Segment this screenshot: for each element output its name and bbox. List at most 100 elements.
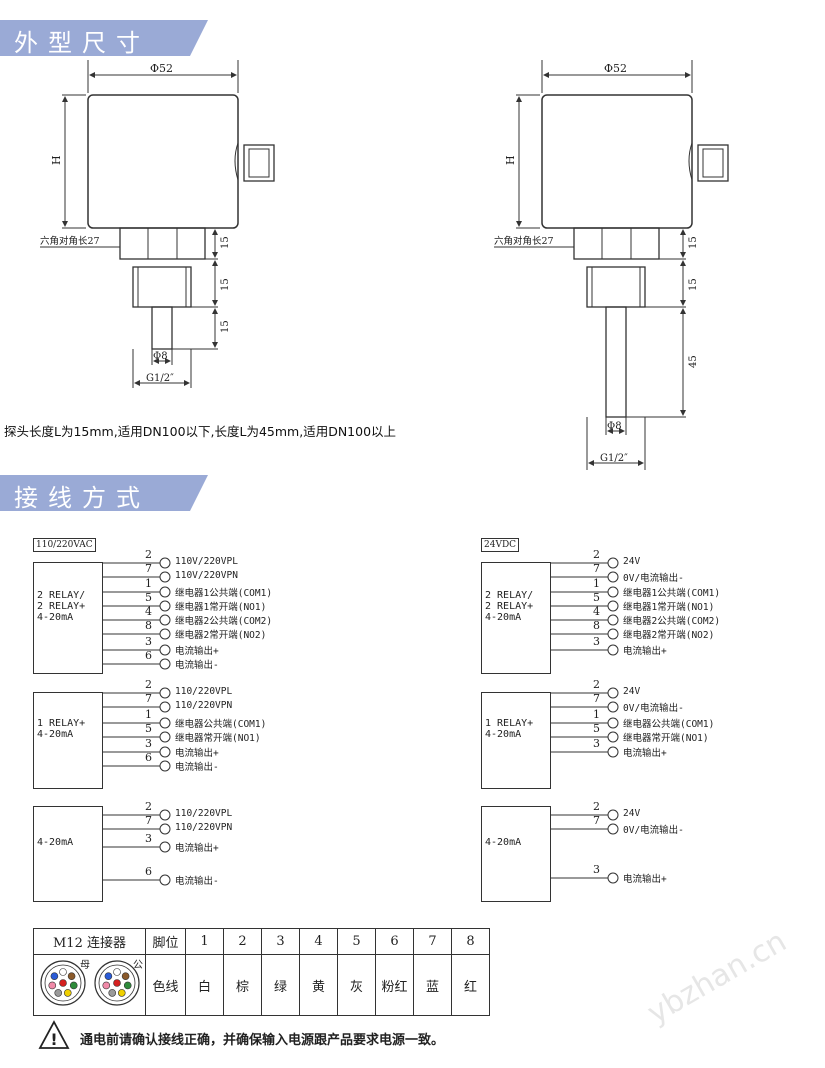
- thread-label-long: G1/2″: [600, 453, 628, 464]
- sensor-drawing-short: [40, 60, 275, 388]
- m12-male-connector-icon: [93, 960, 140, 1006]
- pin-label: 继电器1公共端(COM1): [623, 588, 721, 599]
- m12-color-4: 黄: [299, 954, 338, 1016]
- pin-number: 3: [145, 832, 152, 845]
- dimension-drawings: Φ52 Φ52 H H 六角对角长27 六角对角长27 15 15 15 15 …: [40, 60, 729, 470]
- dc-wiring-block-2: [481, 692, 551, 789]
- pin-label: 继电器2常开端(NO2): [175, 630, 267, 641]
- wiring-mode-label: 2 RELAY/2 RELAY+4-20mA: [485, 590, 533, 623]
- pin-number: 5: [145, 591, 152, 604]
- pin-number: 5: [593, 722, 600, 735]
- pin-label: 24V: [623, 808, 641, 819]
- dc-wiring-block-1: [481, 562, 551, 674]
- pin-number: 2: [145, 678, 152, 691]
- pin-label: 继电器常开端(NO1): [175, 733, 261, 744]
- m12-color-7: 蓝: [413, 954, 452, 1016]
- m12-pin-dot: [123, 981, 132, 990]
- dim-15-a: 15: [220, 236, 231, 249]
- hex-label-long: 六角对角长27: [494, 235, 554, 247]
- wiring-mode-label: 1 RELAY+4-20mA: [37, 718, 85, 740]
- pin-number: 3: [145, 737, 152, 750]
- pin-number: 1: [145, 577, 152, 590]
- m12-pin-3: 3: [261, 928, 300, 955]
- pin-number: 6: [145, 751, 152, 764]
- m12-pin-dot: [50, 972, 58, 980]
- pin-number: 3: [145, 635, 152, 648]
- pin-number: 4: [593, 605, 600, 618]
- pin-number: 2: [593, 548, 600, 561]
- diameter-label-long: Φ52: [604, 62, 627, 75]
- dim-15-c: 15: [220, 320, 231, 333]
- pin-number: 2: [593, 678, 600, 691]
- wiring-mode-label: 4-20mA: [485, 837, 521, 848]
- m12-color-6: 粉红: [375, 954, 414, 1016]
- m12-pin-1: 1: [185, 928, 224, 955]
- pin-number: 7: [593, 692, 600, 705]
- hex-label-short: 六角对角长27: [40, 235, 100, 247]
- pin-number: 7: [145, 692, 152, 705]
- wiring-mode-line: 4-20mA: [37, 836, 74, 848]
- pin-label: 继电器公共端(COM1): [623, 719, 715, 730]
- pin-number: 7: [593, 814, 600, 827]
- ac-voltage-tag: 110/220VAC: [33, 538, 96, 552]
- pin-label: 电流输出+: [623, 646, 667, 657]
- m12-pin-dot: [63, 989, 72, 997]
- wiring-mode-line: 4-20mA: [485, 611, 522, 623]
- probe-diameter-long: Φ8: [607, 421, 622, 432]
- height-label-long: H: [504, 155, 517, 165]
- dimensions-section-banner: 外型尺寸: [0, 20, 208, 57]
- m12-pin-dot: [107, 989, 116, 997]
- m12-pin-dot: [101, 981, 110, 990]
- dc-wiring-block-3: [481, 806, 551, 902]
- pin-label: 继电器1公共端(COM1): [175, 588, 273, 599]
- pin-label: 电流输出+: [175, 646, 219, 657]
- ac-wiring-block-2: [33, 692, 103, 789]
- wiring-lines: [76, 557, 619, 886]
- pin-number: 4: [145, 605, 152, 618]
- svg-text:!: !: [50, 1030, 57, 1049]
- m12-pin-4: 4: [299, 928, 338, 955]
- pin-label: 电流输出+: [623, 748, 667, 759]
- m12-pin-5: 5: [337, 928, 376, 955]
- wiring-mode-label: 4-20mA: [37, 837, 73, 848]
- pin-label: 110/220VPL: [175, 808, 233, 819]
- pin-number: 1: [593, 577, 600, 590]
- m12-male-label: 公: [133, 960, 143, 971]
- m12-title: M12 连接器: [33, 928, 146, 955]
- pin-label: 继电器2公共端(COM2): [623, 616, 721, 627]
- pin-label: 110/220VPN: [175, 822, 233, 833]
- probe-diameter-short: Φ8: [153, 351, 168, 362]
- pin-label: 电流输出-: [175, 762, 219, 773]
- m12-pin-dot: [67, 972, 75, 980]
- pin-label: 继电器1常开端(NO1): [623, 602, 715, 613]
- pin-label: 继电器2公共端(COM2): [175, 616, 273, 627]
- diameter-label-short: Φ52: [150, 62, 173, 75]
- m12-color-3: 绿: [261, 954, 300, 1016]
- m12-pin-dot: [112, 968, 121, 976]
- pin-number: 8: [593, 619, 600, 632]
- pin-label: 0V/电流输出-: [623, 703, 684, 714]
- wiring-mode-label: 1 RELAY+4-20mA: [485, 718, 533, 740]
- m12-pin-dot: [58, 979, 67, 987]
- pin-label: 电流输出+: [175, 843, 219, 854]
- wiring-mode-line: 1 RELAY+: [37, 717, 86, 729]
- pin-label: 电流输出+: [623, 874, 667, 885]
- wiring-mode-line: 2 RELAY+: [485, 600, 534, 612]
- pin-label: 继电器1常开端(NO1): [175, 602, 267, 613]
- pin-label: 110V/220VPL: [175, 556, 238, 567]
- wiring-mode-line: 1 RELAY+: [485, 717, 534, 729]
- pin-number: 7: [145, 814, 152, 827]
- ac-wiring-block-3: [33, 806, 103, 902]
- m12-pin-2: 2: [223, 928, 262, 955]
- wiring-section-banner: 接线方式: [0, 475, 208, 512]
- pin-number: 5: [593, 591, 600, 604]
- pin-number: 3: [593, 863, 600, 876]
- m12-color-8: 红: [451, 954, 490, 1016]
- pin-number: 6: [145, 865, 152, 878]
- m12-pin-dot: [58, 968, 67, 976]
- wire-layer: [76, 557, 619, 886]
- m12-pin-dot: [47, 981, 56, 990]
- pin-label: 0V/电流输出-: [623, 825, 684, 836]
- pin-number: 5: [145, 722, 152, 735]
- pin-number: 2: [593, 800, 600, 813]
